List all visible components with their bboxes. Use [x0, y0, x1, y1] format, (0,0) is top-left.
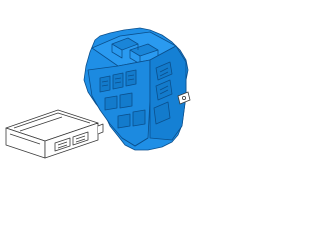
fuse-slot-row — [99, 75, 111, 93]
side-connector-3 — [153, 101, 171, 125]
mounting-clip — [177, 91, 191, 105]
parts-diagram-svg — [5, 27, 191, 159]
side-connector-2 — [155, 79, 173, 101]
side-connector-1 — [155, 61, 173, 81]
fuse-relay-box-assembly — [83, 27, 189, 151]
parts-diagram — [5, 27, 191, 159]
control-module — [5, 109, 104, 159]
